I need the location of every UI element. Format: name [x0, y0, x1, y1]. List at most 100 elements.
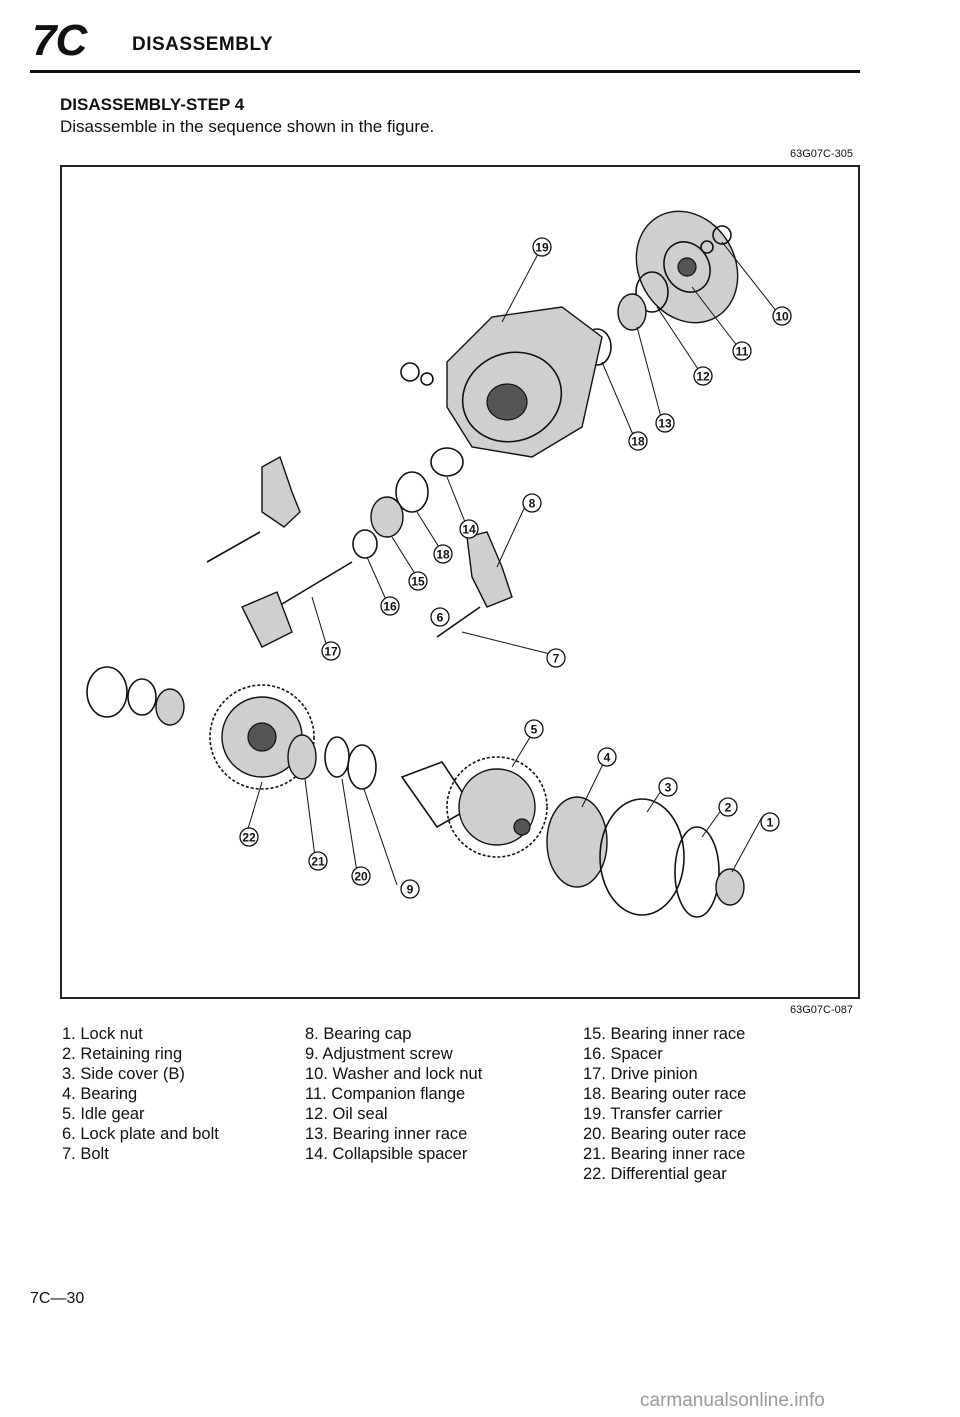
- transfer-carrier-part: [446, 306, 603, 458]
- callout-2: 2: [718, 797, 738, 817]
- plug-washer-part: [420, 372, 434, 386]
- callout-18: 18: [628, 431, 648, 451]
- spacer-part: [352, 529, 378, 559]
- figure-ref-top: 63G07C-305: [790, 148, 853, 160]
- legend-item: 5. Idle gear: [62, 1105, 145, 1123]
- idle-gear-part: [446, 756, 548, 858]
- bearing-cap-left-part: [261, 455, 301, 528]
- svg-text:19: 19: [535, 241, 549, 255]
- bearing-left-part: [155, 688, 185, 726]
- retaining-ring-part: [674, 826, 720, 918]
- bearing-inner-race-part: [617, 293, 647, 331]
- legend-item: 12. Oil seal: [305, 1105, 388, 1123]
- svg-text:21: 21: [311, 855, 325, 869]
- callout-19: 19: [532, 237, 552, 257]
- callout-16: 16: [380, 596, 400, 616]
- svg-text:18: 18: [631, 435, 645, 449]
- section-title: DISASSEMBLY: [132, 34, 273, 55]
- legend-item: 7. Bolt: [62, 1145, 109, 1163]
- callout-18: 18: [433, 544, 453, 564]
- leader-lines: [246, 241, 778, 886]
- bearing-inner-race-3-part: [287, 734, 317, 780]
- differential-gear-part: [209, 684, 315, 790]
- page-number: 7C—30: [30, 1290, 85, 1307]
- bearing-inner-race-2-part: [370, 496, 404, 538]
- svg-text:4: 4: [604, 751, 611, 765]
- step-description: Disassemble in the sequence shown in the…: [60, 117, 435, 136]
- svg-text:16: 16: [383, 600, 397, 614]
- legend-item: 19. Transfer carrier: [583, 1105, 723, 1123]
- drive-pinion-part: [241, 561, 353, 648]
- page-header: 7C DISASSEMBLY: [30, 14, 860, 74]
- oil-seal-part: [635, 271, 669, 313]
- lock-nut-part: [715, 868, 745, 906]
- legend-item: 4. Bearing: [62, 1085, 138, 1103]
- seal-left-2-part: [127, 678, 157, 716]
- legend-item: 13. Bearing inner race: [305, 1125, 468, 1143]
- legend-item: 22. Differential gear: [583, 1165, 727, 1183]
- legend-item: 3. Side cover (B): [62, 1065, 185, 1083]
- svg-text:1: 1: [767, 816, 774, 830]
- svg-text:3: 3: [665, 781, 672, 795]
- callout-13: 13: [655, 413, 675, 433]
- legend-item: 20. Bearing outer race: [583, 1125, 747, 1143]
- legend-item: 10. Washer and lock nut: [305, 1065, 483, 1083]
- legend-item: 8. Bearing cap: [305, 1025, 412, 1043]
- callout-17: 17: [321, 641, 341, 661]
- legend-item: 9. Adjustment screw: [305, 1045, 453, 1063]
- svg-text:20: 20: [354, 870, 368, 884]
- watermark: carmanualsonline.info: [640, 1390, 825, 1411]
- svg-text:22: 22: [242, 831, 256, 845]
- bearing-outer-race-2-part: [395, 471, 429, 513]
- legend-item: 14. Collapsible spacer: [305, 1145, 468, 1163]
- svg-text:6: 6: [437, 611, 444, 625]
- legend-item: 16. Spacer: [583, 1045, 663, 1063]
- seal-left-1-part: [86, 666, 128, 718]
- svg-text:13: 13: [658, 417, 672, 431]
- bearing-outer-race-3-part: [324, 736, 350, 778]
- bearing-cap-right-part: [466, 531, 513, 608]
- collapsible-spacer-part: [430, 447, 464, 477]
- callout-4: 4: [597, 747, 617, 767]
- callout-7: 7: [546, 648, 566, 668]
- legend-column-3: 15. Bearing inner race 16. Spacer 17. Dr…: [583, 1024, 746, 1184]
- bolt-left-part: [206, 531, 261, 563]
- callout-9: 9: [400, 879, 420, 899]
- callout-1: 1: [760, 812, 780, 832]
- step-title: DISASSEMBLY-STEP 4: [60, 95, 245, 114]
- figure-ref-bottom: 63G07C-087: [790, 1004, 853, 1016]
- callout-14: 14: [459, 519, 479, 539]
- legend-column-1: 1. Lock nut 2. Retaining ring 3. Side co…: [62, 1024, 219, 1164]
- svg-text:5: 5: [531, 723, 538, 737]
- callout-20: 20: [351, 866, 371, 886]
- companion-flange-part: [635, 210, 739, 324]
- legend-item: 17. Drive pinion: [583, 1065, 698, 1083]
- svg-text:7: 7: [553, 652, 560, 666]
- bearing-part: [546, 796, 608, 888]
- bolt-right-part: [436, 606, 481, 638]
- legend-item: 15. Bearing inner race: [583, 1025, 746, 1043]
- callout-3: 3: [658, 777, 678, 797]
- callout-21: 21: [308, 851, 328, 871]
- callout-11: 11: [732, 341, 752, 361]
- legend-item: 6. Lock plate and bolt: [62, 1125, 219, 1143]
- svg-text:11: 11: [736, 345, 749, 359]
- callout-10: 10: [772, 306, 792, 326]
- svg-text:12: 12: [696, 370, 710, 384]
- svg-text:2: 2: [725, 801, 732, 815]
- section-code: 7C: [32, 16, 87, 65]
- callout-8: 8: [522, 493, 542, 513]
- legend-column-2: 8. Bearing cap 9. Adjustment screw 10. W…: [305, 1024, 482, 1164]
- legend-item: 1. Lock nut: [62, 1025, 143, 1043]
- svg-text:8: 8: [529, 497, 536, 511]
- plug-part: [400, 362, 420, 382]
- legend-item: 11. Companion flange: [305, 1085, 466, 1103]
- side-cover-part: [599, 798, 685, 916]
- svg-text:15: 15: [411, 575, 425, 589]
- legend-item: 2. Retaining ring: [62, 1045, 183, 1063]
- svg-text:9: 9: [407, 883, 414, 897]
- svg-text:17: 17: [324, 645, 338, 659]
